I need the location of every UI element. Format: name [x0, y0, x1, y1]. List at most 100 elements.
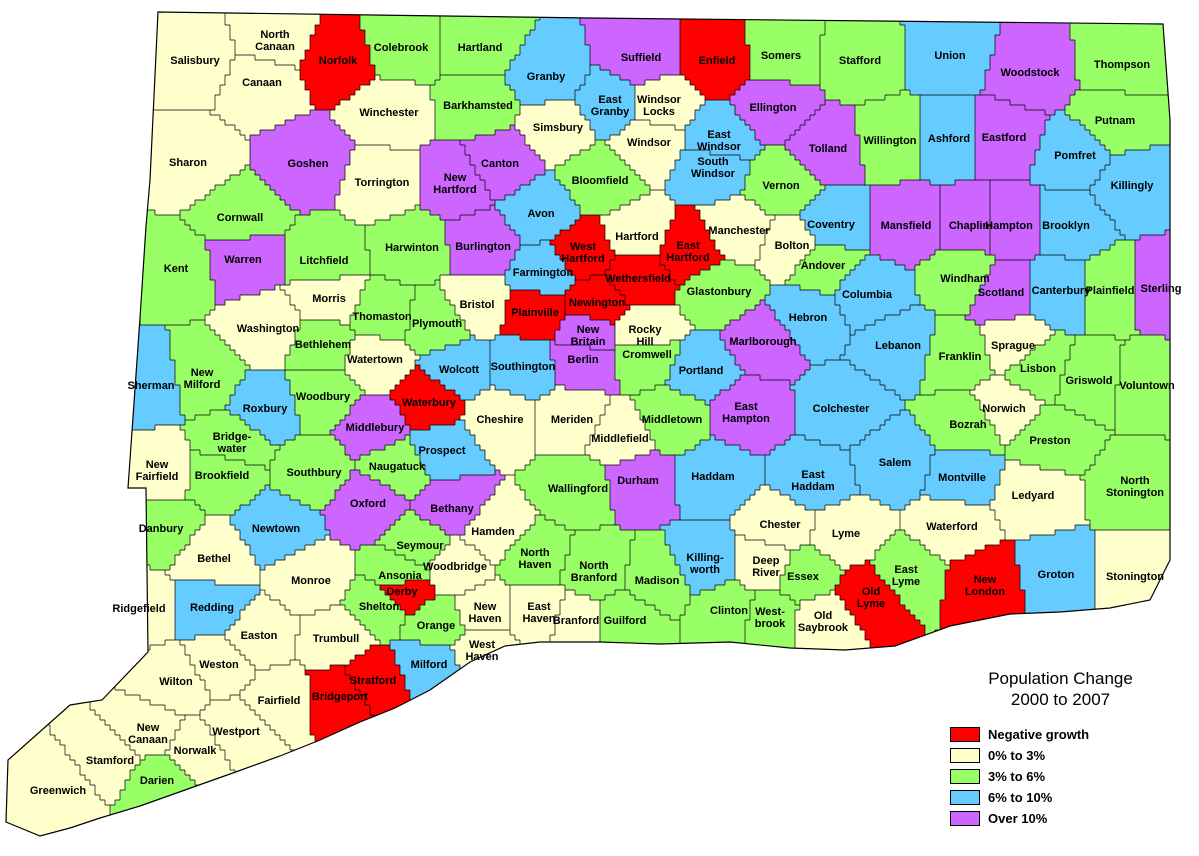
- town-label: Wallingford: [548, 483, 608, 495]
- town-region-plymouth: [405, 280, 470, 355]
- town-label: Colebrook: [374, 42, 429, 54]
- town-label: Stratford: [350, 675, 396, 687]
- town-region-norfolk: [300, 12, 375, 110]
- town-region-somers: [745, 12, 825, 85]
- town-region-milford: [390, 640, 525, 836]
- town-label: Prospect: [418, 445, 465, 457]
- town-label: Kent: [164, 263, 189, 275]
- town-region-wolcott: [415, 335, 490, 400]
- town-label: Clinton: [710, 605, 748, 617]
- town-region-harwinton: [365, 205, 450, 285]
- town-label: Thomaston: [352, 311, 412, 323]
- town-label: Meriden: [551, 414, 593, 426]
- town-label: Canton: [481, 158, 519, 170]
- legend-swatch-negative: [950, 727, 980, 742]
- legend-label-over-10: Over 10%: [988, 811, 1048, 826]
- town-label: Cromwell: [622, 349, 672, 361]
- legend-title-line1: Population Change: [988, 669, 1133, 688]
- town-label: Eastford: [982, 132, 1027, 144]
- town-region-franklin: [920, 315, 995, 395]
- town-label: Suffield: [621, 52, 661, 64]
- town-label: Bolton: [775, 240, 810, 252]
- town-region-colebrook: [355, 12, 440, 85]
- town-region-west-haven: [450, 630, 615, 836]
- legend-label-6-10: 6% to 10%: [988, 790, 1053, 805]
- town-region-bethany: [410, 470, 505, 535]
- town-label: Sherman: [127, 380, 174, 392]
- town-region-goshen: [250, 110, 355, 215]
- town-label: Canterbury: [1032, 285, 1092, 297]
- town-label: Somers: [761, 50, 801, 62]
- town-region-west-hartford: [550, 215, 615, 280]
- town-label: West-brook: [755, 606, 786, 630]
- town-label: Middlefield: [591, 433, 648, 445]
- town-region-killing-worth: [660, 520, 735, 595]
- town-region-colchester: [790, 360, 905, 450]
- town-region-norwich: [970, 375, 1045, 445]
- town-label: Wethersfield: [605, 273, 671, 285]
- town-label: Berlin: [567, 354, 598, 366]
- town-label: Ledyard: [1012, 490, 1055, 502]
- town-label: Watertown: [347, 354, 403, 366]
- town-label: Haddam: [691, 471, 735, 483]
- town-region-chester: [730, 485, 815, 550]
- town-label: Bridge-water: [213, 431, 252, 455]
- town-label: Glastonbury: [687, 286, 753, 298]
- town-label: Westport: [212, 726, 260, 738]
- town-label: Vernon: [762, 180, 800, 192]
- town-label: Montville: [938, 472, 986, 484]
- town-label: Franklin: [939, 351, 982, 363]
- town-region-sprague: [980, 315, 1055, 375]
- town-label: Essex: [787, 571, 820, 583]
- town-label: Cheshire: [476, 414, 523, 426]
- town-label: Easton: [241, 630, 278, 642]
- town-region-farmington: [505, 240, 575, 295]
- town-label: Orange: [417, 620, 456, 632]
- legend-title-line2: 2000 to 2007: [1010, 690, 1111, 709]
- town-region-bolton: [755, 215, 815, 285]
- town-label: Middlebury: [346, 422, 406, 434]
- town-label: Plymouth: [412, 318, 462, 330]
- town-label: Chester: [760, 519, 802, 531]
- town-label: Litchfield: [300, 255, 349, 267]
- town-region-deep-river: [735, 535, 790, 590]
- town-region-windsor-locks: [635, 75, 705, 130]
- town-label: Sterling: [1141, 283, 1182, 295]
- town-region-madison: [625, 530, 690, 620]
- town-region-eastford: [975, 95, 1050, 180]
- town-label: Waterford: [926, 521, 978, 533]
- town-region-litchfield: [285, 210, 370, 285]
- town-region-ledyard: [990, 460, 1090, 540]
- legend-swatch-3-6: [950, 769, 980, 784]
- town-label: Bethel: [197, 553, 231, 565]
- town-region-mansfield: [870, 180, 940, 270]
- town-label: Southbury: [287, 467, 343, 479]
- town-label: Stamford: [86, 755, 134, 767]
- town-region-hebron: [765, 285, 850, 365]
- town-region-lisbon: [1005, 330, 1075, 405]
- town-label: Greenwich: [30, 785, 87, 797]
- town-region-wilton: [85, 640, 210, 715]
- town-region-lebanon: [840, 305, 935, 400]
- town-region-north-canaan: [220, 12, 325, 70]
- town-region-new-hartford: [420, 140, 495, 220]
- town-label: Killing-worth: [686, 552, 724, 576]
- town-region-killingly: [1090, 140, 1170, 240]
- town-region-griswold: [1055, 335, 1125, 430]
- legend-swatch-0-3: [950, 748, 980, 763]
- town-label: Canaan: [242, 77, 282, 89]
- town-label: Ridgefield: [112, 603, 165, 615]
- town-region-winchester: [330, 75, 435, 150]
- town-label: Simsbury: [533, 122, 584, 134]
